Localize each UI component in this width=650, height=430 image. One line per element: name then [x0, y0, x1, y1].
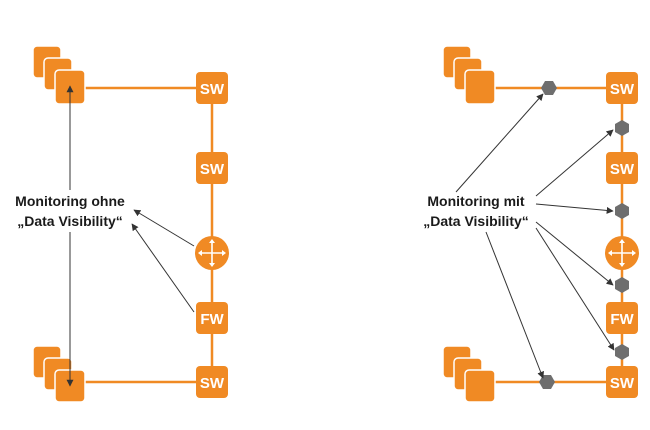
right-arrow-to-tap-firewall [535, 221, 614, 286]
right-switch-top: SW [606, 72, 638, 104]
left-arrow-from-router [133, 209, 195, 247]
right-switch-middle-label: SW [610, 161, 635, 178]
right-server-stack-bottom [442, 345, 496, 403]
tap-hexagon-icon [615, 203, 629, 219]
right-firewall-label: FW [610, 311, 634, 328]
right-taps [539, 81, 629, 389]
right-firewall: FW [606, 302, 638, 334]
left-links [85, 86, 214, 384]
left-router [195, 236, 229, 270]
right-switch-middle: SW [606, 152, 638, 184]
right-links [495, 86, 624, 384]
left-switch-middle-label: SW [200, 161, 225, 178]
right-arrow-to-tap-top [455, 93, 544, 193]
left-caption-line2: „Data Visibility“ [17, 213, 123, 229]
tap-hexagon-icon [541, 81, 557, 95]
left-caption-line1: Monitoring ohne [15, 193, 125, 209]
left-firewall-label: FW [200, 311, 224, 328]
left-switch-middle: SW [196, 152, 228, 184]
router-arrows-icon [198, 239, 226, 267]
right-arrows [455, 93, 615, 379]
left-server-stack-top [32, 45, 86, 105]
right-arrow-to-tap-router [535, 203, 614, 214]
right-switch-top-label: SW [610, 81, 635, 98]
right-arrow-to-tap-switch [535, 129, 614, 197]
tap-hexagon-icon [615, 277, 629, 293]
left-switch-bottom-label: SW [200, 375, 225, 392]
right-caption-line2: „Data Visibility“ [423, 213, 529, 229]
left-switch-bottom: SW [196, 366, 228, 398]
right-caption-line1: Monitoring mit [427, 193, 525, 209]
tap-hexagon-icon [615, 120, 629, 136]
right-panel: SW SW FW SW [423, 45, 639, 403]
left-arrow-from-firewall [131, 223, 195, 313]
tap-hexagon-icon [615, 344, 629, 360]
router-arrows-icon [608, 239, 636, 267]
left-panel: SW SW FW SW [15, 45, 229, 403]
right-arrow-to-tap-bottom [485, 231, 544, 379]
left-switch-top: SW [196, 72, 228, 104]
left-server-stack-bottom [32, 345, 86, 403]
right-switch-bottom: SW [606, 366, 638, 398]
left-arrows [66, 85, 195, 387]
tap-hexagon-icon [539, 375, 555, 389]
right-router [605, 236, 639, 270]
right-server-stack-top [442, 45, 496, 105]
right-switch-bottom-label: SW [610, 375, 635, 392]
left-switch-top-label: SW [200, 81, 225, 98]
left-firewall: FW [196, 302, 228, 334]
right-arrow-to-tap-lower [535, 227, 615, 351]
